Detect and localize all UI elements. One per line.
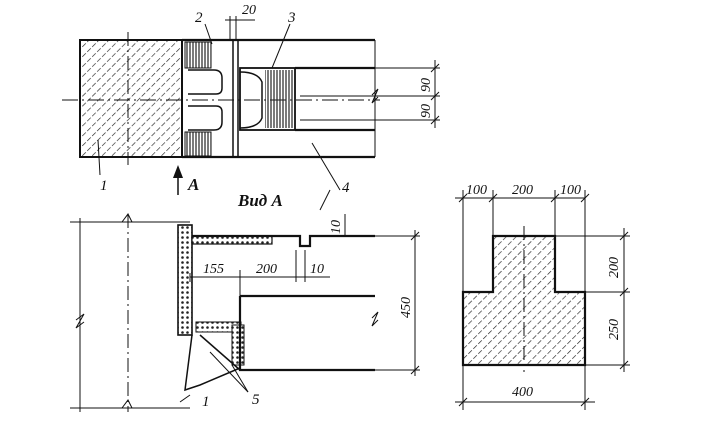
- dim-155: 155: [203, 262, 224, 277]
- label-1-top: 1: [100, 178, 108, 194]
- dim-90-a: 90: [419, 78, 434, 92]
- dim-200-section: 200: [512, 183, 533, 198]
- label-1-bottom: 1: [202, 394, 210, 410]
- dim-200-mid: 200: [256, 262, 277, 277]
- arrow-a-label: A: [187, 175, 199, 194]
- dim-200-vertical: 200: [607, 257, 622, 278]
- cross-section: [455, 190, 630, 410]
- dim-10-horizontal: 10: [310, 262, 324, 277]
- dim-400: 400: [512, 385, 533, 400]
- label-4: 4: [342, 180, 350, 196]
- label-2: 2: [195, 10, 203, 26]
- view-a-title: Вид А: [237, 191, 283, 210]
- dim-20-top: 20: [242, 3, 256, 18]
- dim-100-left: 100: [466, 183, 487, 198]
- dim-100-right: 100: [560, 183, 581, 198]
- label-3: 3: [287, 10, 296, 26]
- plan-column: [79, 39, 183, 158]
- dim-90-b: 90: [419, 104, 434, 118]
- plan-view: [62, 16, 440, 195]
- dim-10-vertical: 10: [329, 220, 344, 234]
- dim-250-vertical: 250: [607, 319, 622, 340]
- elevation-view: [70, 189, 420, 412]
- dim-450: 450: [399, 297, 414, 318]
- label-5: 5: [252, 392, 260, 408]
